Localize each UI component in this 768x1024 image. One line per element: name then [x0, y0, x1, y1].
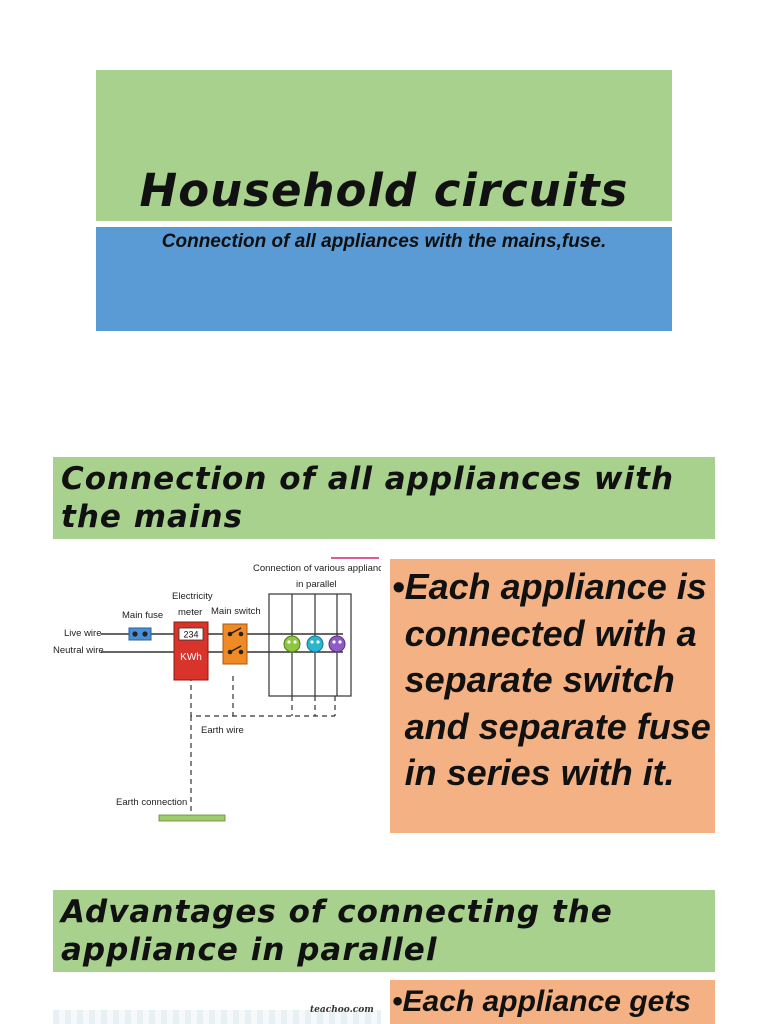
bullet-text: Each appliance is connected with a separ…: [404, 566, 711, 793]
main-fuse: [128, 627, 152, 641]
label-neutral-wire: Neutral wire: [53, 645, 104, 656]
bullet-box-separate-switch: • Each appliance is connected with a sep…: [390, 559, 715, 833]
earth-wire-line: [190, 676, 336, 814]
label-main-fuse: Main fuse: [122, 610, 163, 621]
label-live-wire: Live wire: [64, 628, 102, 639]
slide-subtitle: Connection of all appliances with the ma…: [161, 231, 607, 252]
bullet-mark: •: [392, 566, 405, 607]
title-banner: [96, 70, 672, 221]
label-meter: meter: [178, 607, 202, 618]
partial-diagram-image: [53, 1010, 381, 1024]
household-circuit-diagram: 234 KWh Connection of various appliances…: [53, 556, 393, 824]
appliance-2: [306, 635, 324, 653]
earth-connection-plate: [158, 814, 226, 822]
section-heading-connection: Connection of all appliances with the ma…: [53, 457, 715, 539]
watermark: teachoo.com: [310, 1005, 374, 1015]
slide-title: Household circuits: [139, 164, 629, 217]
label-earth-connection: Earth connection: [116, 797, 187, 808]
meter-unit: KWh: [180, 652, 202, 663]
main-switch: [222, 623, 248, 665]
section-heading-advantages: Advantages of connecting the appliance i…: [53, 890, 715, 972]
label-electricity: Electricity: [172, 591, 213, 602]
label-connection: Connection of various appliances: [253, 563, 381, 574]
meter-reading: 234: [183, 630, 198, 640]
label-in-parallel: in parallel: [296, 579, 337, 590]
appliance-1: [283, 635, 301, 653]
subtitle-banner: [96, 227, 672, 331]
appliance-3: [328, 635, 346, 653]
bullet-box-advantages: • Each appliance gets: [390, 980, 715, 1024]
bullet-mark: •: [392, 985, 403, 1018]
bullet-text: Each appliance gets: [402, 985, 691, 1018]
label-main-switch: Main switch: [211, 606, 261, 617]
label-earth-wire: Earth wire: [201, 725, 244, 736]
